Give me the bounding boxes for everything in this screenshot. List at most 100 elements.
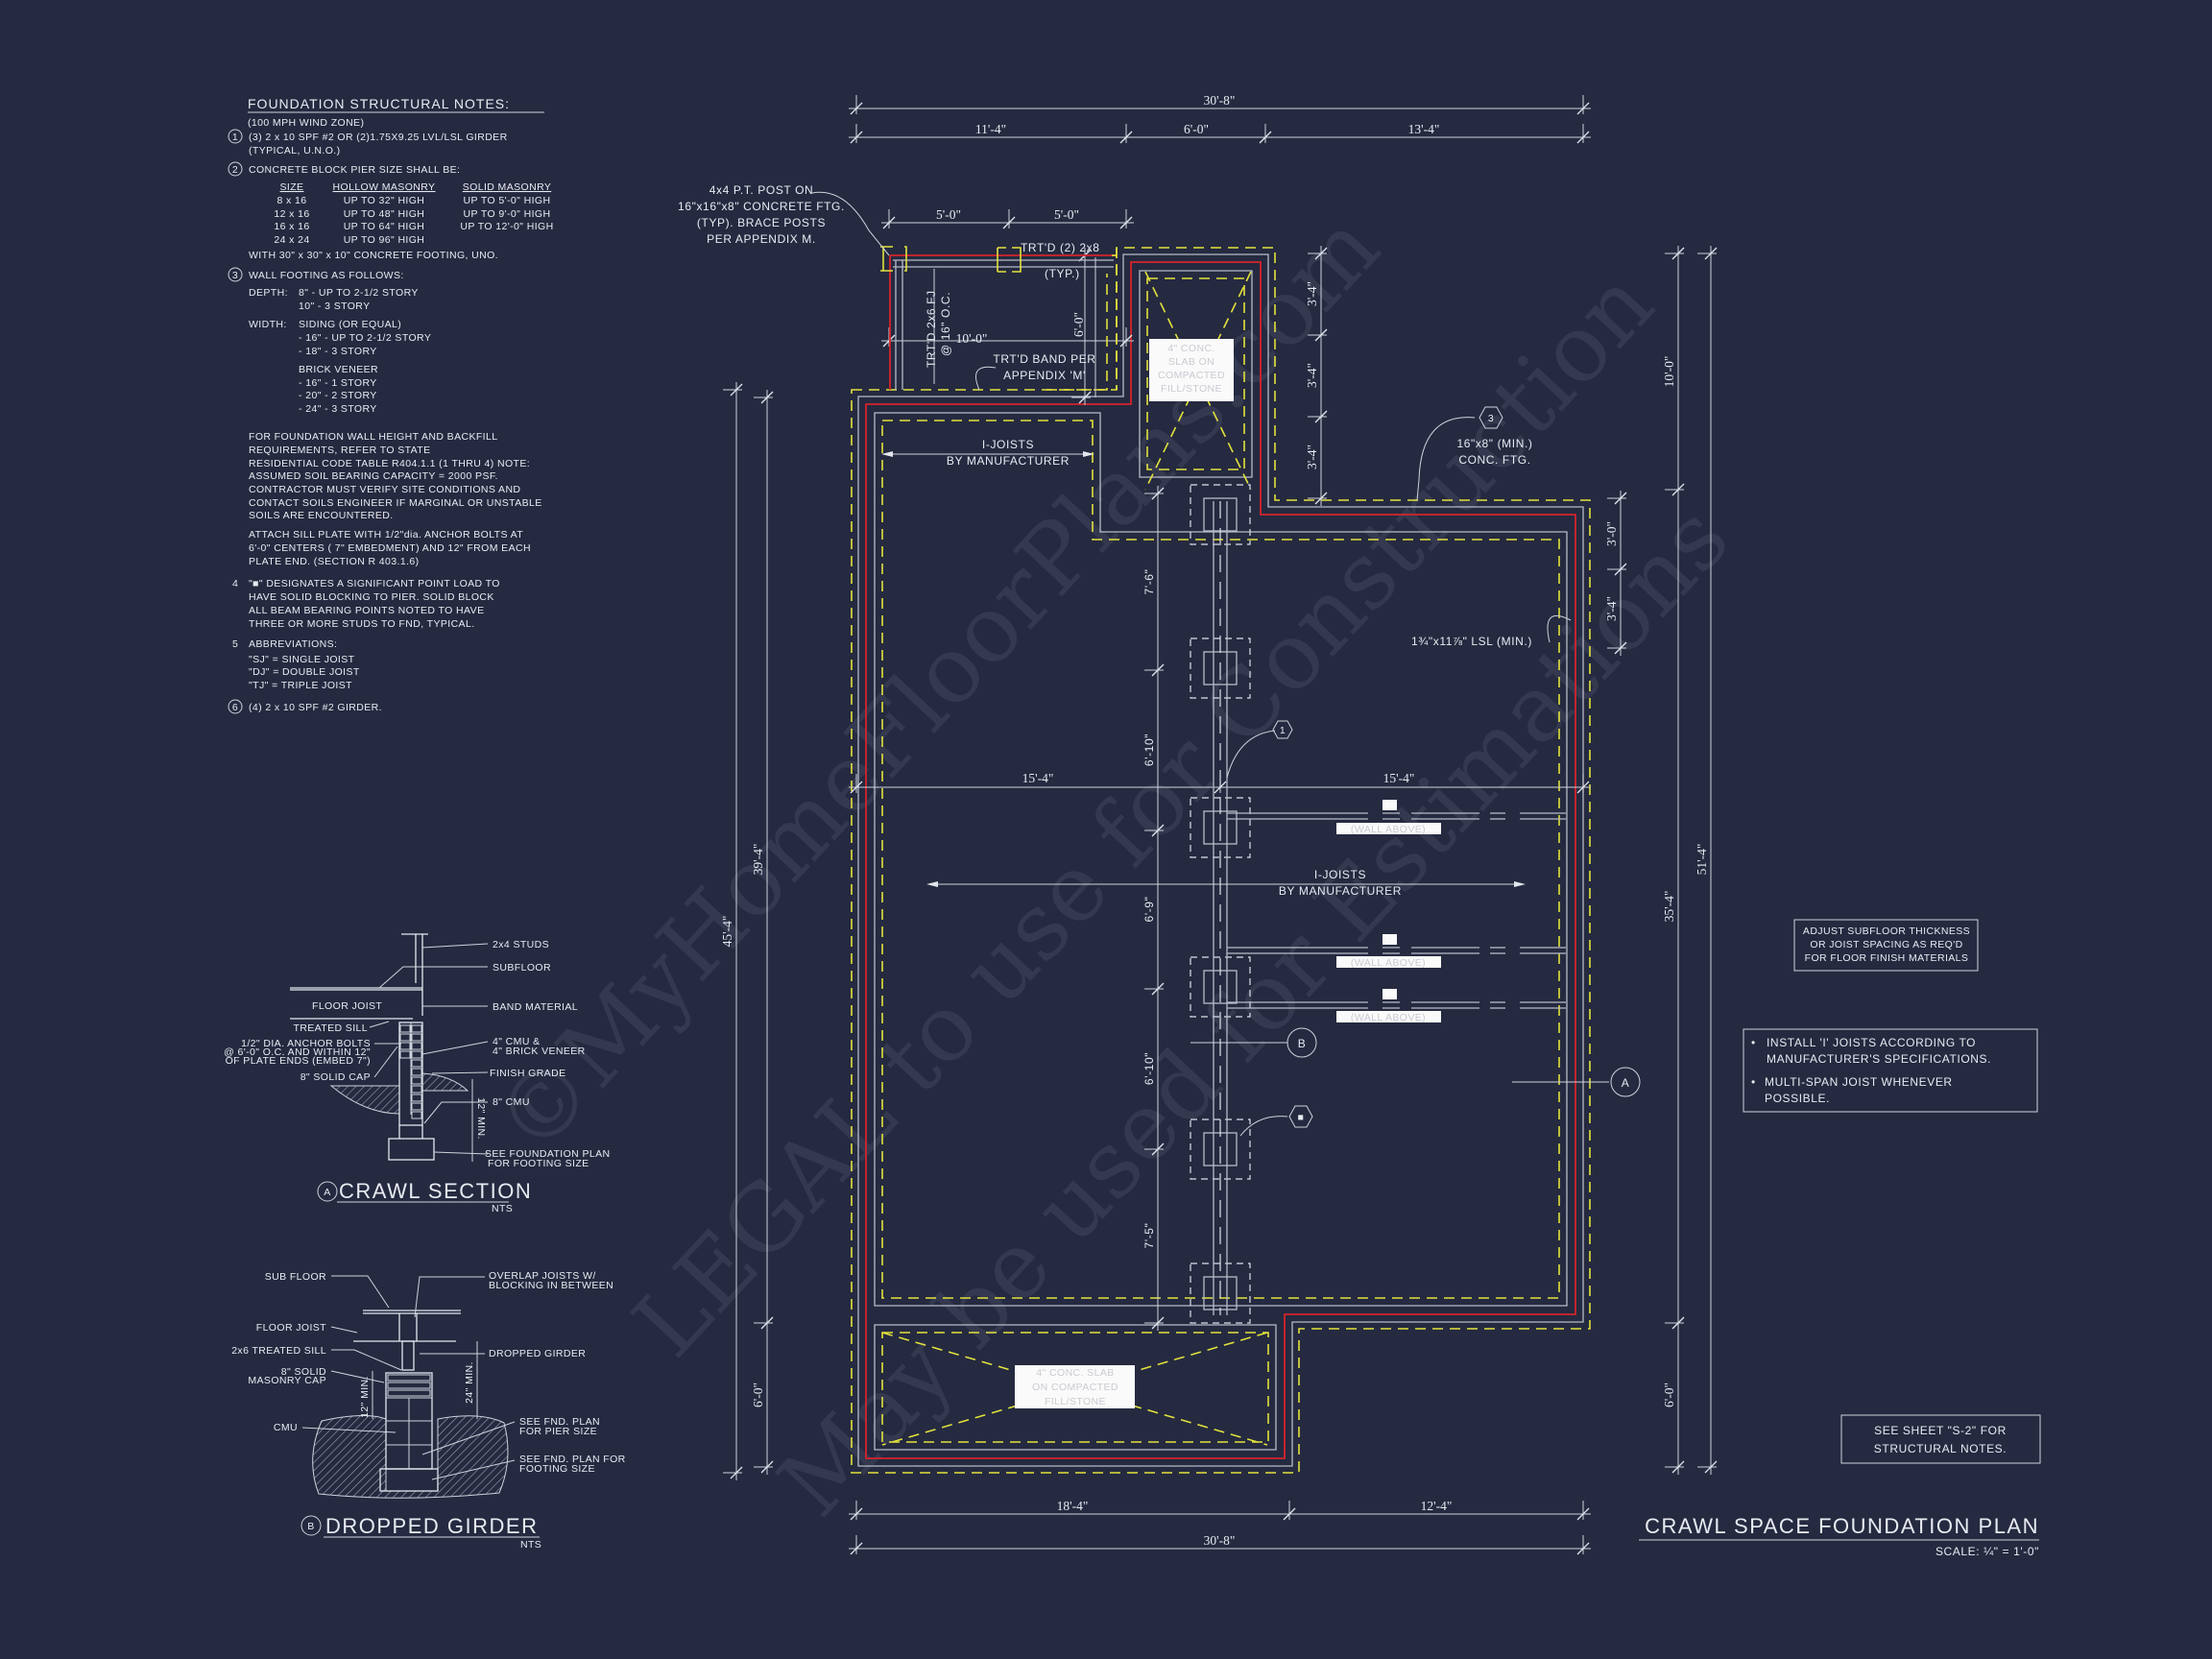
dim-girder-span: 6'-9": [1142, 897, 1156, 923]
backfill-line: REQUIREMENTS, REFER TO STATE: [249, 445, 431, 456]
backfill-line: SOILS ARE ENCOUNTERED.: [249, 510, 394, 521]
table-cell: UP TO 9'-0" HIGH: [464, 208, 551, 220]
callout-section-b: B: [1286, 1027, 1317, 1058]
svg-text:STRUCTURAL NOTES.: STRUCTURAL NOTES.: [1874, 1442, 2007, 1455]
note-marker-5: 5: [232, 638, 238, 650]
dim-right-overall: 51'-4": [1695, 844, 1709, 876]
note-marker-2: 2: [228, 161, 243, 177]
depth-line: 10" - 3 STORY: [299, 301, 371, 312]
detail-crawl-section: 2x4 STUDS SUBFLOOR FLOOR JOIST BAND MATE…: [224, 933, 610, 1214]
backfill-line: RESIDENTIAL CODE TABLE R404.1.1 (1 THRU …: [249, 458, 530, 469]
dim-left-overall: 45'-4": [720, 916, 734, 948]
dimension-tick: [1283, 1507, 1296, 1521]
plan-labels: 4x4 P.T. POST ON 16"x16"x8" CONCRETE FTG…: [678, 183, 1609, 1137]
dimension-tick: [1119, 334, 1133, 348]
label-cap: 8" SOLID: [281, 1366, 326, 1378]
joist-note-line: POSSIBLE.: [1765, 1092, 1830, 1105]
joists-label: BY MANUFACTURER: [1279, 884, 1402, 898]
masonry-cap: [387, 1389, 431, 1397]
brick-line: BRICK VENEER: [299, 364, 378, 375]
dropped-girder: [401, 1340, 415, 1371]
slab-bottom-zone-wall-inner: [874, 1324, 1277, 1451]
joists-label: BY MANUFACTURER: [947, 454, 1070, 468]
dimension-tick: [1704, 247, 1718, 260]
note-6-text: (4) 2 x 10 SPF #2 GIRDER.: [249, 702, 382, 713]
notes-title: FOUNDATION STRUCTURAL NOTES:: [248, 96, 510, 111]
brick: [411, 1102, 422, 1111]
table-cell: 24 x 24: [274, 234, 309, 246]
dimension-tick: [1671, 247, 1685, 260]
plan-scale: SCALE: ¼" = 1'-0": [1936, 1545, 2039, 1558]
dimension-tick: [850, 102, 863, 115]
slab-top-zone-wall-inner: [1139, 270, 1253, 478]
dim-left-bottom: 6'-0": [751, 1382, 765, 1407]
table-header: HOLLOW MASONRY: [333, 181, 436, 193]
label-cap: MASONRY CAP: [248, 1375, 326, 1386]
note-marker-6: 6: [228, 699, 243, 714]
post-footing: [997, 247, 1022, 273]
band-label: TRT'D BAND PER: [993, 352, 1095, 366]
label-min-24: 24" MIN.: [464, 1361, 475, 1404]
callout-point-load: ■: [1288, 1105, 1313, 1128]
dimension-tick: [1314, 247, 1328, 260]
label-sill: 2x6 TREATED SILL: [231, 1345, 326, 1357]
foundation-notes: FOUNDATION STRUCTURAL NOTES: (100 MPH WI…: [228, 96, 553, 714]
slab-label: 4" CONC.: [1167, 343, 1215, 354]
dimension-tick: [1671, 483, 1685, 496]
dimension-tick: [1576, 1507, 1590, 1521]
label-cap: 8" SOLID CAP: [301, 1071, 371, 1083]
note-1-line: (3) 2 x 10 SPF #2 OR (2)1.75X9.25 LVL/LS…: [249, 132, 508, 143]
label-floor-joist: FLOOR JOIST: [256, 1322, 326, 1334]
label-anchor: 1/2" DIA. ANCHOR BOLTS: [241, 1038, 371, 1049]
label-footing: FOOTING SIZE: [519, 1463, 595, 1475]
brick: [411, 1111, 422, 1119]
note-4-line: THREE OR MORE STUDS TO FND, TYPICAL.: [249, 618, 475, 630]
dim-girder-span: 7'-5": [1142, 1223, 1156, 1249]
label-studs: 2x4 STUDS: [493, 939, 549, 950]
dimension-tick: [1576, 1542, 1590, 1555]
svg-text:■: ■: [1298, 1112, 1305, 1123]
pier-footing: [1190, 956, 1251, 1018]
svg-text:1: 1: [232, 132, 238, 143]
label-cmu-brick: 4" CMU &: [493, 1036, 541, 1047]
backfill-line: CONTACT SOILS ENGINEER IF MARGINAL OR UN…: [249, 497, 542, 509]
label-subfloor: SUBFLOOR: [493, 962, 551, 974]
wall-above-label: (WALL ABOVE): [1351, 824, 1426, 835]
trtd-fj-label: TRT'D 2x6 FJ: [925, 290, 938, 368]
slab-label: ON COMPACTED: [1032, 1382, 1118, 1393]
note-4-line: HAVE SOLID BLOCKING TO PIER. SOLID BLOCK: [249, 591, 494, 603]
brick: [411, 1094, 422, 1102]
dimension-tick: [850, 1542, 863, 1555]
section-marker-b-letter: B: [307, 1521, 314, 1532]
dimension-tick: [760, 1460, 774, 1474]
post-footing: [880, 246, 907, 272]
label-anchor: @ 6'-0" O.C. AND WITHIN 12": [224, 1046, 371, 1058]
brick-line: - 20" - 2 STORY: [299, 390, 377, 401]
dimension-tick: [1314, 410, 1328, 423]
note-5-text: ABBREVIATIONS:: [249, 638, 337, 650]
label-band: BAND MATERIAL: [493, 1001, 578, 1013]
crawl-space-footing-inner: [881, 420, 1560, 1299]
dimension-tick: [1259, 131, 1272, 144]
dimension-tick: [1002, 216, 1016, 229]
section-marker-a-letter: A: [324, 1187, 330, 1198]
dimension-tick: [730, 383, 743, 397]
brick: [411, 1033, 422, 1042]
masonry-cap: [387, 1374, 431, 1382]
label-pier: SEE FND. PLAN: [519, 1416, 600, 1428]
label-footing: FOR FOOTING SIZE: [488, 1158, 589, 1169]
note-2-footing: WITH 30" x 30" x 10" CONCRETE FOOTING, U…: [249, 250, 498, 261]
dimension-tick: [1576, 781, 1590, 794]
slab-label: FILL/STONE: [1161, 383, 1222, 395]
detail-a-title: CRAWL SECTION: [339, 1179, 532, 1203]
dimension-tick: [1151, 663, 1165, 677]
footing-label: CONC. FTG.: [1458, 453, 1530, 467]
dimension-tick: [1078, 391, 1092, 404]
post-note: 16"x16"x8" CONCRETE FTG.: [678, 200, 845, 213]
dim-porch-width: 10'-0": [956, 331, 988, 346]
dimension-tick: [1151, 1316, 1165, 1330]
note-4-line: "■" DESIGNATES A SIGNIFICANT POINT LOAD …: [249, 578, 500, 589]
section-marker-b: [301, 1515, 322, 1536]
slab-top: 4" CONC. SLAB ON COMPACTED FILL/STONE: [1144, 271, 1252, 491]
dim-right-bottom: 6'-0": [1662, 1382, 1676, 1407]
